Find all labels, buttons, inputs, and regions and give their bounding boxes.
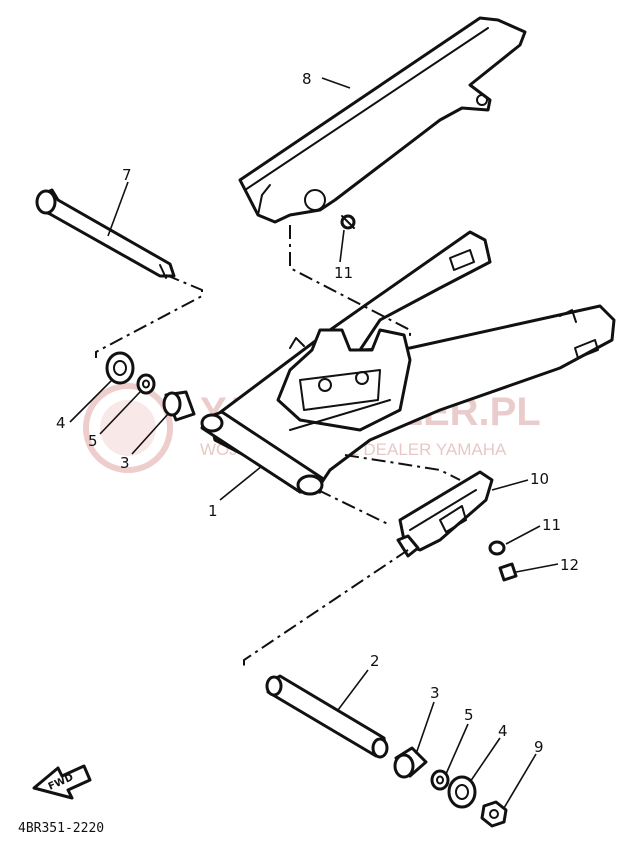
callout-2: 2	[370, 652, 380, 670]
oil-seal-4-upper	[105, 351, 135, 385]
drawing-code: 4BR351-2220	[18, 821, 104, 836]
collar-11	[488, 540, 506, 556]
callout-11: 11	[542, 516, 561, 534]
callout-12: 12	[560, 556, 579, 574]
screw-9	[340, 214, 356, 230]
washer-5-lower	[430, 769, 450, 791]
callouts: 8 7 11 4 5 3 1 10 11 12 2 3 5 4 9	[56, 70, 579, 756]
callout-3-lower: 3	[430, 684, 440, 702]
leader-lines	[69, 77, 559, 809]
callout-7: 9	[534, 738, 544, 756]
bushing-3-lower	[393, 746, 428, 779]
callout-4-lower: 4	[498, 722, 508, 740]
chain-guide-10	[396, 470, 494, 558]
callout-4-upper: 4	[56, 414, 66, 432]
watermark-logo	[83, 383, 173, 473]
nut-7	[480, 800, 508, 828]
callout-5-lower: 5	[464, 706, 474, 724]
callout-8: 8	[302, 70, 312, 88]
forward-arrow-icon: FWD	[32, 764, 92, 800]
callout-1: 1	[208, 502, 218, 520]
pivot-shaft-6	[35, 188, 176, 279]
callout-6: 7	[122, 166, 132, 184]
callout-5-upper: 5	[88, 432, 98, 450]
assembly-centerlines	[95, 225, 461, 668]
oil-seal-4-lower	[447, 775, 477, 809]
pivot-shaft-2	[265, 674, 389, 759]
callout-10: 10	[530, 470, 549, 488]
callout-9: 11	[334, 264, 353, 282]
callout-3-upper: 3	[120, 454, 130, 472]
washer-5-upper	[136, 373, 156, 395]
bolt-12	[498, 562, 518, 582]
chain-case-part	[238, 16, 527, 224]
swingarm-1	[200, 230, 616, 496]
bushing-3-upper	[162, 390, 196, 422]
